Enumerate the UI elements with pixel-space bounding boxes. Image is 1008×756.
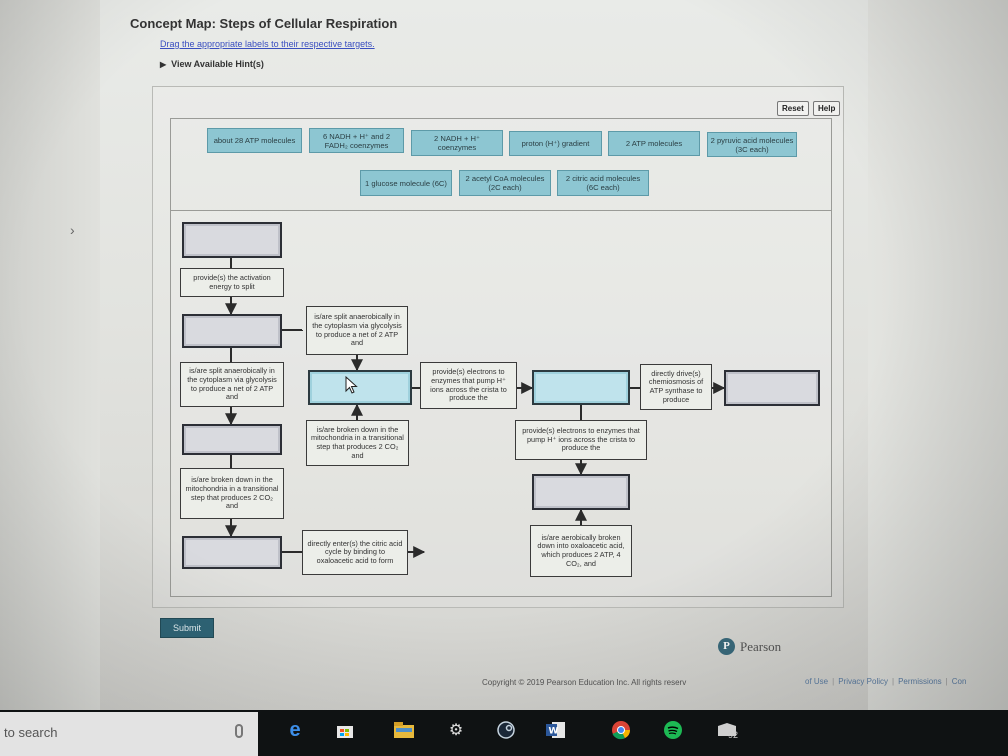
mouse-cursor-icon — [345, 376, 358, 394]
pearson-logo: P Pearson — [718, 638, 781, 655]
submit-button[interactable]: Submit — [160, 618, 214, 638]
label-tile-glucose[interactable]: 1 glucose molecule (6C) — [360, 170, 452, 196]
terms-link[interactable]: of Use — [805, 677, 829, 686]
taskbar-search-box[interactable] — [0, 712, 258, 756]
hints-toggle[interactable]: ▶ View Available Hint(s) — [160, 59, 264, 69]
linking-phrase-3: is/are split anaerobically in the cytopl… — [180, 362, 284, 407]
contact-link[interactable]: Con — [951, 677, 967, 686]
label-tile-6-nadh[interactable]: 6 NADH + H⁺ and 2 FADH₂ coenzymes — [309, 128, 404, 153]
steam-icon[interactable] — [494, 718, 518, 742]
copyright-text: Copyright © 2019 Pearson Education Inc. … — [482, 678, 687, 687]
spotify-icon[interactable] — [661, 718, 685, 742]
linking-phrase-7: provide(s) electrons to enzymes that pum… — [515, 420, 647, 460]
drop-target-3[interactable] — [182, 424, 282, 455]
store-icon[interactable] — [333, 718, 357, 742]
label-bank — [170, 118, 832, 211]
drop-target-2[interactable] — [182, 314, 282, 348]
privacy-link[interactable]: Privacy Policy — [838, 677, 888, 686]
footer-links: of Use|Privacy Policy|Permissions|Con — [805, 677, 967, 686]
label-tile-pyruvic-acid[interactable]: 2 pyruvic acid molecules (3C each) — [707, 132, 797, 157]
linking-phrase-4: provide(s) electrons to enzymes that pum… — [420, 362, 517, 409]
chevron-right-icon[interactable]: › — [70, 222, 75, 238]
linking-phrase-10: is/are aerobically broken down into oxal… — [530, 525, 632, 577]
taskbar-search-text: to search — [4, 725, 58, 740]
mail-badge-icon[interactable]: 92 — [710, 718, 744, 742]
pearson-brand: Pearson — [740, 638, 782, 654]
hints-toggle-label: View Available Hint(s) — [171, 59, 264, 69]
file-explorer-icon[interactable] — [392, 718, 416, 742]
triangle-right-icon: ▶ — [160, 60, 167, 69]
right-gutter — [868, 0, 1008, 710]
label-tile-acetyl-coa[interactable]: 2 acetyl CoA molecules (2C each) — [459, 170, 551, 196]
linking-phrase-8: is/are broken down in the mitochondria i… — [180, 468, 284, 519]
label-tile-citric-acid[interactable]: 2 citric acid molecules (6C each) — [557, 170, 649, 196]
label-tile-proton-gradient[interactable]: proton (H⁺) gradient — [509, 131, 602, 156]
drop-target-4[interactable] — [182, 536, 282, 569]
label-tile-2-nadh[interactable]: 2 NADH + H⁺ coenzymes — [411, 130, 503, 156]
mail-badge-count: 92 — [728, 730, 739, 740]
microphone-icon[interactable] — [235, 724, 243, 738]
drop-target-6[interactable] — [532, 370, 630, 405]
linking-phrase-9: directly enter(s) the citric acid cycle … — [302, 530, 408, 575]
settings-gear-icon[interactable]: ⚙ — [448, 722, 464, 739]
pearson-p-icon: P — [718, 638, 735, 655]
linking-phrase-5: directly drive(s) chemiosmosis of ATP sy… — [640, 364, 712, 410]
word-icon[interactable]: W — [544, 718, 568, 742]
chrome-icon[interactable] — [609, 718, 633, 742]
linking-phrase-1: provide(s) the activation energy to spli… — [180, 268, 284, 297]
help-button[interactable]: Help — [813, 101, 841, 116]
edge-browser-icon[interactable]: e — [289, 718, 301, 741]
drop-target-5[interactable] — [308, 370, 412, 405]
instruction-text: Drag the appropriate labels to their res… — [160, 39, 375, 49]
permissions-link[interactable]: Permissions — [898, 677, 942, 686]
drop-target-7[interactable] — [724, 370, 820, 406]
left-gutter — [0, 0, 100, 710]
svg-text:W: W — [549, 727, 559, 737]
label-tile-2-atp[interactable]: 2 ATP molecules — [608, 131, 700, 156]
drop-target-8[interactable] — [532, 474, 630, 510]
label-tile-28-atp[interactable]: about 28 ATP molecules — [207, 128, 302, 153]
page-title: Concept Map: Steps of Cellular Respirati… — [130, 16, 398, 31]
linking-phrase-6: is/are broken down in the mitochondria i… — [306, 420, 409, 466]
drop-target-1[interactable] — [182, 222, 282, 258]
reset-button[interactable]: Reset — [777, 101, 809, 116]
linking-phrase-2: is/are split anaerobically in the cytopl… — [306, 306, 408, 355]
